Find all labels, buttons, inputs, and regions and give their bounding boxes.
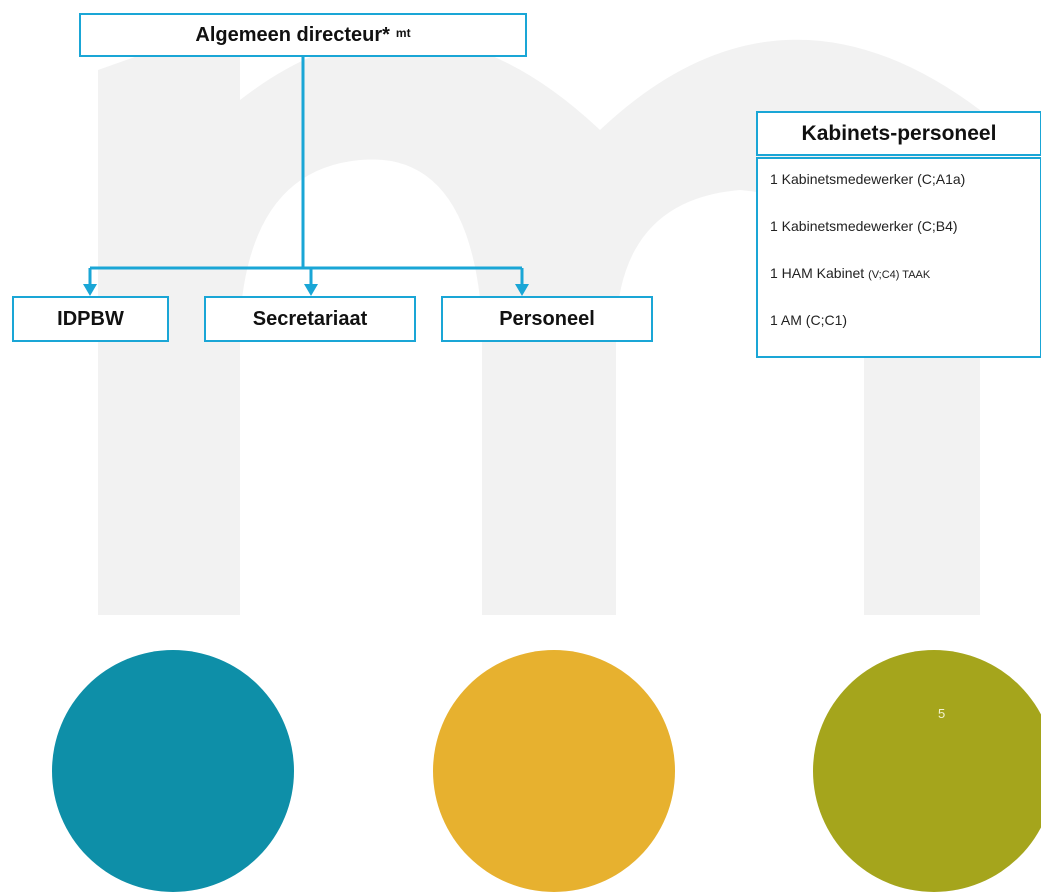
list-item: 1 Kabinetsmedewerker (C;B4) — [770, 218, 1040, 265]
list-item: 1 AM (C;C1) — [770, 312, 1040, 359]
org-connectors — [83, 57, 529, 296]
child-node-personeel: Personeel — [441, 296, 653, 342]
list-item-text: 1 Kabinetsmedewerker (C;A1a) — [770, 171, 966, 187]
child-node-secretariaat: Secretariaat — [204, 296, 416, 342]
child-node-label: IDPBW — [57, 307, 124, 330]
list-item: 1 Kabinetsmedewerker (C;A1a) — [770, 171, 1040, 218]
child-node-label: Personeel — [499, 307, 595, 330]
list-item-small-text: (V;C4) TAAK — [868, 269, 931, 281]
list-item: 1 HAM Kabinet (V;C4) TAAK — [770, 265, 1040, 312]
root-node-box: Algemeen directeur* mt — [79, 13, 527, 57]
list-item-text: 1 Kabinetsmedewerker (C;B4) — [770, 218, 958, 234]
decorative-circle-gold — [433, 650, 675, 892]
root-node-label: Algemeen directeur* — [195, 23, 390, 46]
side-panel-title-box: Kabinets-personeel — [756, 111, 1041, 156]
list-item-text: 1 HAM Kabinet — [770, 265, 869, 281]
side-panel-list: 1 Kabinetsmedewerker (C;A1a) 1 Kabinetsm… — [756, 157, 1041, 358]
page-number: 5 — [938, 706, 946, 721]
list-item-text: 1 AM (C;C1) — [770, 312, 848, 328]
side-panel-title: Kabinets-personeel — [801, 121, 997, 145]
decorative-circle-olive — [813, 650, 1041, 892]
child-node-label: Secretariaat — [252, 307, 368, 330]
decorative-circle-teal — [52, 650, 294, 892]
child-node-idpbw: IDPBW — [12, 296, 169, 342]
root-node-superscript: mt — [395, 26, 411, 40]
